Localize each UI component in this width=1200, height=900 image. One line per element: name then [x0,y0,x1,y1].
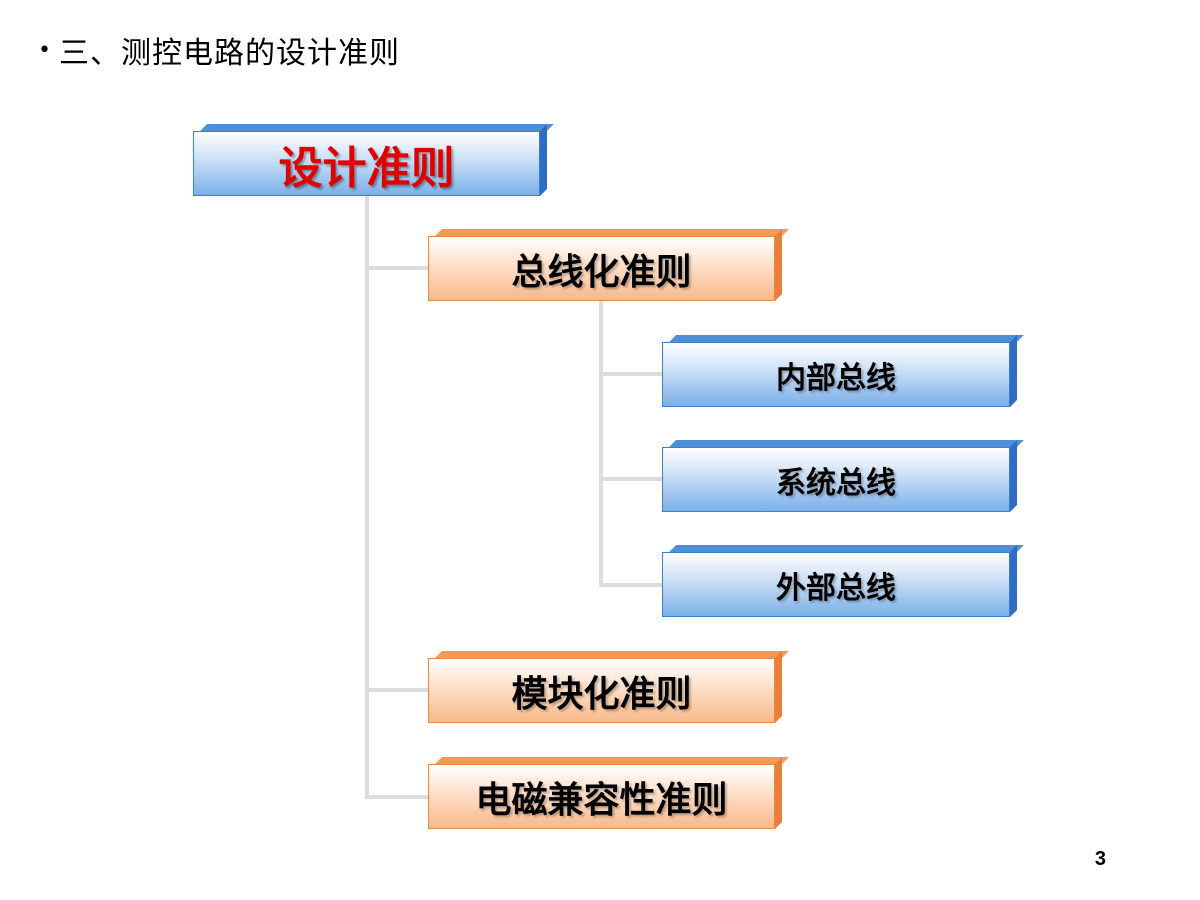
node-top-face [200,124,554,131]
node-top-face [669,335,1024,342]
heading-text: 三、测控电路的设计准则 [58,36,400,71]
connector-root-vertical [365,195,369,799]
connector-to-emc-rule [365,795,428,799]
node-label: 模块化准则 [428,658,775,723]
connector-to-bus-rule [365,266,428,270]
node-side-face [775,757,782,829]
node-side-face [540,124,547,196]
connector-to-module-rule [365,688,428,692]
node-system-bus: 系统总线 [662,440,1017,512]
node-label: 电磁兼容性准则 [428,764,775,829]
node-emc-rule: 电磁兼容性准则 [428,757,789,829]
node-label: 外部总线 [662,552,1010,617]
bullet-icon: • [38,37,51,63]
node-top-face [669,440,1024,447]
connector-to-internal-bus [599,372,663,376]
node-top-face [435,229,789,236]
connector-bus-vertical [599,300,603,587]
node-bus-rule: 总线化准则 [428,229,789,301]
node-module-rule: 模块化准则 [428,651,789,723]
node-side-face [775,651,782,723]
connector-to-external-bus [599,583,663,587]
node-top-face [435,651,789,658]
node-design-rules: 设计准则 [193,124,547,196]
node-label: 设计准则 [193,131,540,196]
node-label: 总线化准则 [428,236,775,301]
node-label: 系统总线 [662,447,1010,512]
node-side-face [775,229,782,301]
node-side-face [1010,440,1017,512]
node-internal-bus: 内部总线 [662,335,1017,407]
node-side-face [1010,335,1017,407]
node-top-face [435,757,789,764]
slide-heading: • 三、测控电路的设计准则 [38,28,400,72]
node-external-bus: 外部总线 [662,545,1017,617]
node-top-face [669,545,1024,552]
node-side-face [1010,545,1017,617]
page-number: 3 [1094,848,1106,870]
connector-to-system-bus [599,477,663,481]
node-label: 内部总线 [662,342,1010,407]
